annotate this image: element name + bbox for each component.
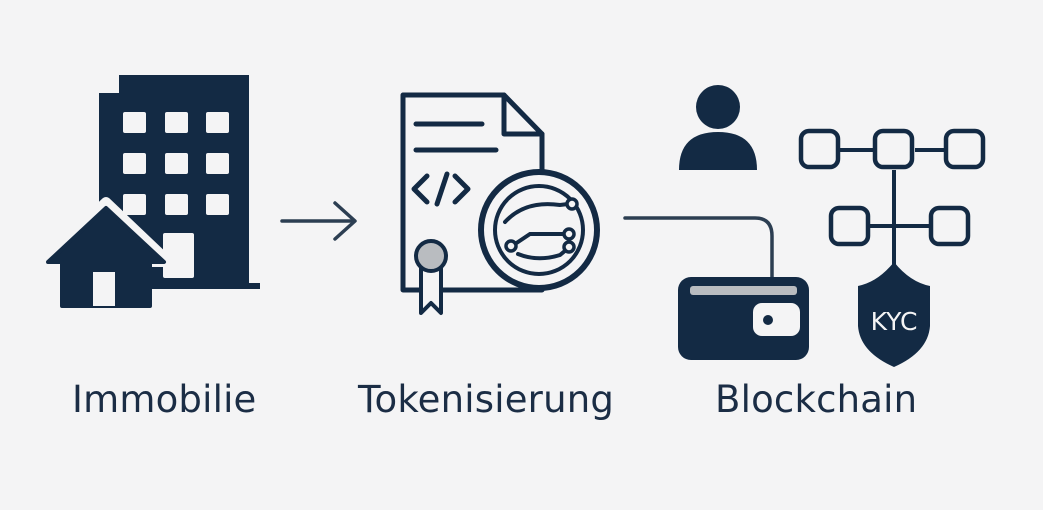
building-with-house-icon — [38, 75, 260, 308]
arrow-right-icon — [280, 201, 357, 241]
seal-ribbon-icon — [414, 239, 448, 315]
step-label-tokenisierung: Tokenisierung — [358, 378, 615, 421]
house-icon — [46, 206, 166, 308]
step-label-immobilie: Immobilie — [72, 378, 257, 421]
code-icon — [411, 171, 471, 207]
step-label-blockchain: Blockchain — [715, 378, 918, 421]
kyc-shield-icon: KYC — [858, 262, 930, 367]
kyc-label: KYC — [871, 307, 918, 336]
user-icon — [679, 85, 757, 170]
connector-line — [623, 216, 774, 284]
blockchain-network-icon — [798, 128, 986, 270]
circuit-chip-icon — [478, 169, 600, 291]
wallet-icon — [678, 277, 809, 360]
